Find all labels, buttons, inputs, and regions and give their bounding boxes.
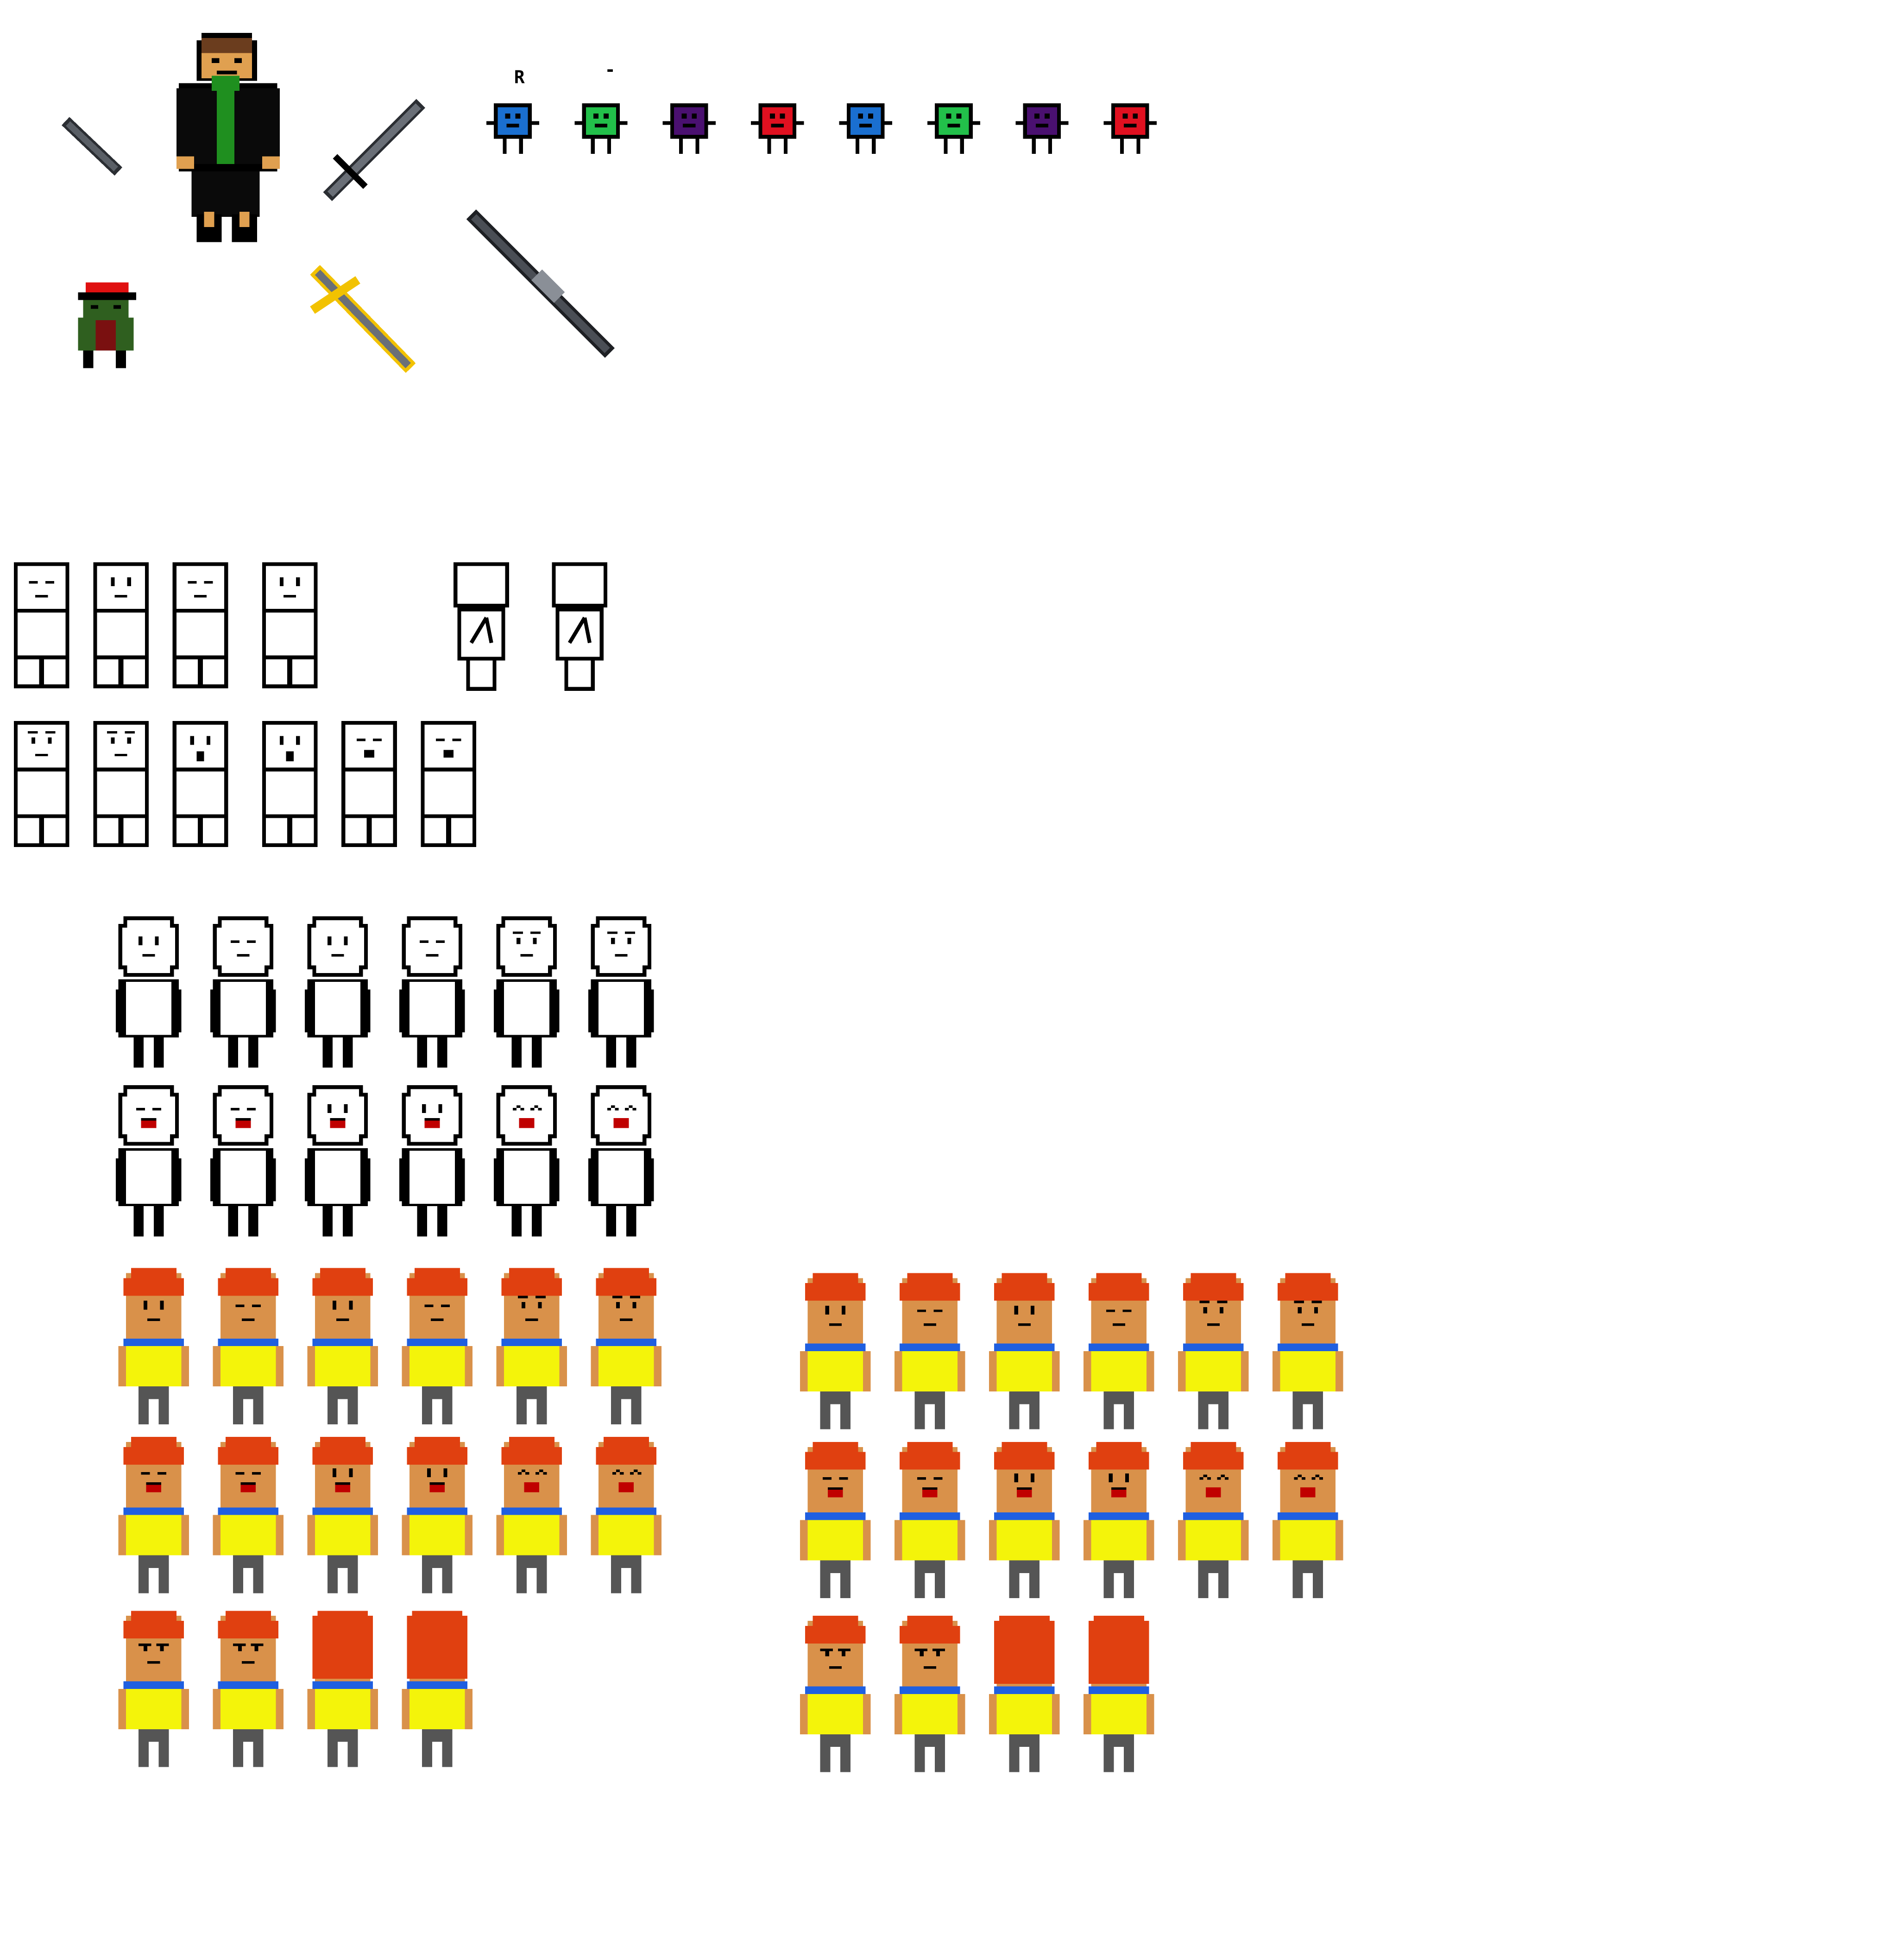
block-figure-back (454, 562, 509, 691)
block-figure (262, 721, 318, 847)
round-figure (588, 916, 654, 1068)
kid-sprite (118, 1611, 189, 1767)
kid-sprite (1084, 1442, 1154, 1599)
block-figure (93, 562, 149, 689)
block-figure (341, 721, 397, 847)
block-figure (262, 562, 318, 689)
cube-creature (927, 103, 981, 154)
kid-sprite (1178, 1442, 1249, 1599)
kid-sprite (496, 1268, 567, 1424)
svg-text:-: - (605, 59, 616, 80)
kid-sprite (213, 1437, 284, 1593)
cube-creature (574, 103, 628, 154)
cube-creature (1015, 103, 1069, 154)
kid-sprite (496, 1437, 567, 1593)
kid-sprite (1273, 1273, 1343, 1429)
kid-sprite (307, 1437, 378, 1593)
kid-sprite (895, 1442, 965, 1599)
kid-sprite (118, 1268, 189, 1424)
cube-creature (751, 103, 804, 154)
sword-icon (323, 99, 426, 202)
kid-sprite (895, 1273, 965, 1429)
kid-sprite (1273, 1442, 1343, 1599)
spear-icon (466, 209, 615, 358)
kid-sprite (989, 1442, 1060, 1599)
kid-sprite (402, 1268, 472, 1424)
round-figure (494, 916, 560, 1068)
kid-sprite (989, 1273, 1060, 1429)
kid-sprite (213, 1268, 284, 1424)
round-figure (494, 1085, 560, 1237)
round-figure (399, 916, 465, 1068)
kid-sprite (895, 1616, 965, 1772)
kid-sprite (402, 1437, 472, 1593)
block-figure (13, 562, 69, 689)
block-figure (172, 562, 228, 689)
round-figure (210, 916, 276, 1068)
kid-sprite (118, 1437, 189, 1593)
round-figure (305, 1085, 371, 1237)
kid-sprite (591, 1437, 662, 1593)
kid-sprite (989, 1616, 1060, 1772)
cube-creature (839, 103, 892, 154)
kid-sprite (1084, 1616, 1154, 1772)
kid-sprite (307, 1611, 378, 1767)
cube-creature (1103, 103, 1157, 154)
round-figure (399, 1085, 465, 1237)
block-figure (93, 721, 149, 847)
kid-sprite (800, 1273, 871, 1429)
round-figure (305, 916, 371, 1068)
kid-sprite (1178, 1273, 1249, 1429)
kid-sprite (800, 1442, 871, 1599)
cube-letter: - (605, 59, 616, 80)
kid-sprite (213, 1611, 284, 1767)
block-figure (13, 721, 69, 847)
kid-sprite (402, 1611, 472, 1767)
golden-sword-icon (310, 265, 416, 373)
dagger-icon (61, 117, 123, 176)
kid-sprite (1084, 1273, 1154, 1429)
cube-creature (486, 103, 540, 154)
round-figure (588, 1085, 654, 1237)
kid-sprite (800, 1616, 871, 1772)
kid-sprite (307, 1268, 378, 1424)
block-figure (421, 721, 477, 847)
block-figure-back (552, 562, 608, 691)
cube-creature (662, 103, 716, 154)
block-figure (172, 721, 228, 847)
svg-text:R: R (514, 67, 525, 88)
round-figure (116, 1085, 182, 1237)
hero-sprite (176, 32, 280, 242)
cube-letter: R (514, 67, 525, 88)
kid-sprite (591, 1268, 662, 1424)
round-figure (116, 916, 182, 1068)
round-figure (210, 1085, 276, 1237)
goblin-sprite (78, 282, 136, 368)
